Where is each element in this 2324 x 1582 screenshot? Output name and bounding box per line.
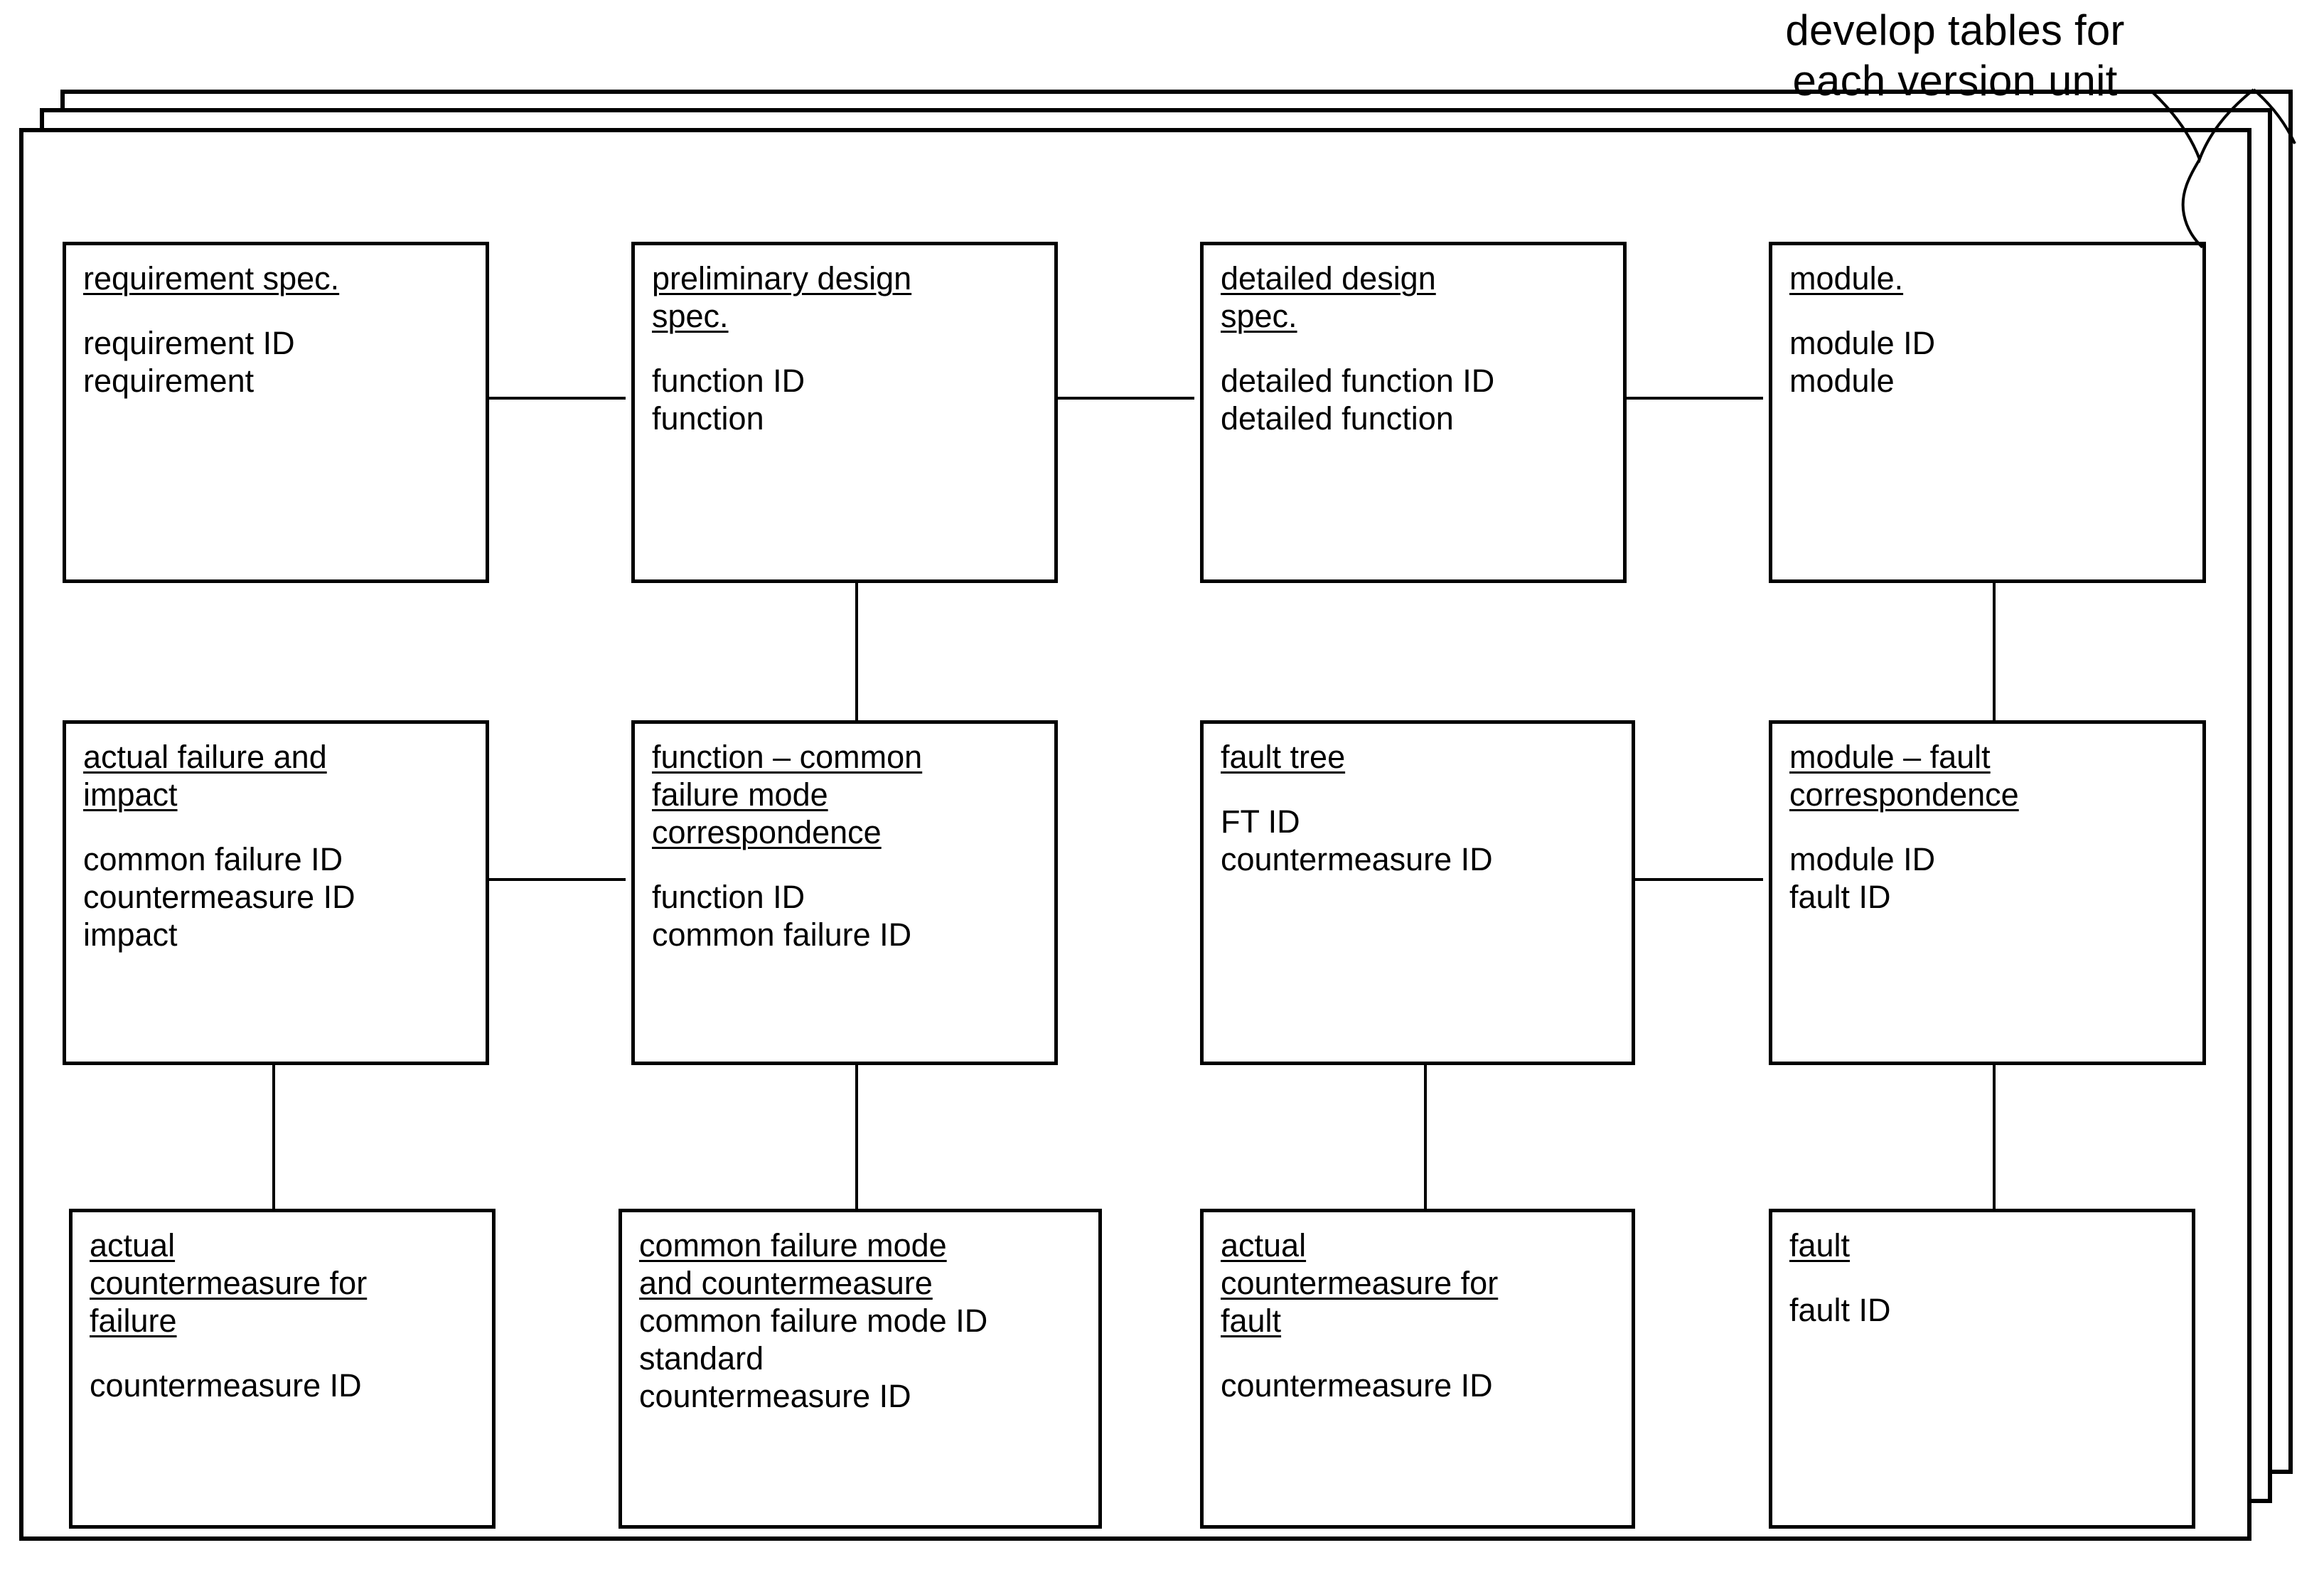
entity-field: detailed function ID (1221, 363, 1495, 400)
entity-module[interactable]: module. module ID module (1769, 242, 2206, 583)
entity-field: requirement ID (83, 325, 295, 362)
entity-actual-countermeasure-for-fault[interactable]: actual countermeasure for fault counterm… (1200, 1209, 1635, 1529)
entity-field: requirement (83, 363, 255, 400)
entity-field: function (652, 400, 764, 437)
connector-requirement-spec-to-preliminary-design-spec (473, 397, 626, 400)
entity-function-common-failure-mode-correspondence[interactable]: function – common failure mode correspon… (631, 720, 1058, 1065)
entity-field: fault ID (1789, 879, 1891, 916)
entity-title: actual failure and (83, 739, 327, 775)
entity-field: module (1789, 363, 1895, 400)
connector-module-fault-correspondence-to-fault (1993, 1063, 1996, 1209)
connector-module-to-module-fault-correspondence (1993, 583, 1996, 722)
connector-function-common-failure-to-common-failure-mode (855, 1063, 858, 1209)
entity-title: correspondence (652, 814, 882, 851)
entity-title: common failure mode (639, 1227, 947, 1263)
entity-field: countermeasure ID (83, 879, 355, 916)
entity-field: common failure ID (652, 916, 912, 953)
entity-title: correspondence (1789, 776, 2019, 813)
entity-field: countermeasure ID (639, 1378, 911, 1415)
entity-title: failure (90, 1303, 177, 1340)
entity-title: module. (1789, 260, 1904, 296)
entity-title: failure mode (652, 776, 828, 813)
entity-field: countermeasure ID (1221, 841, 1493, 878)
entity-title: function – common (652, 739, 923, 775)
entity-title: impact (83, 776, 178, 813)
entity-fault[interactable]: fault fault ID (1769, 1209, 2195, 1529)
entity-field: FT ID (1221, 803, 1300, 840)
entity-title: spec. (652, 298, 729, 335)
entity-preliminary-design-spec[interactable]: preliminary design spec. function ID fun… (631, 242, 1058, 583)
entity-title: requirement spec. (83, 260, 340, 296)
entity-module-fault-correspondence[interactable]: module – fault correspondence module ID … (1769, 720, 2206, 1065)
entity-field: countermeasure ID (1221, 1367, 1493, 1404)
entity-title: fault tree (1221, 739, 1346, 775)
entity-common-failure-mode-and-countermeasure[interactable]: common failure mode and countermeasure c… (619, 1209, 1102, 1529)
entity-actual-failure-and-impact[interactable]: actual failure and impact common failure… (63, 720, 489, 1065)
entity-requirement-spec[interactable]: requirement spec. requirement ID require… (63, 242, 489, 583)
entity-title: fault (1221, 1303, 1282, 1340)
entity-field: countermeasure ID (90, 1367, 362, 1404)
entity-title: fault (1789, 1227, 1851, 1263)
entity-field: function ID (652, 879, 805, 916)
entity-title: actual (1221, 1227, 1307, 1263)
connector-actual-failure-to-function-common-failure (473, 878, 626, 881)
entity-fault-tree[interactable]: fault tree FT ID countermeasure ID (1200, 720, 1635, 1065)
annotation-develop-tables: develop tables for each version unit (1785, 6, 2125, 105)
entity-field: module ID (1789, 841, 1936, 878)
entity-field: common failure mode ID (639, 1303, 988, 1340)
entity-field: module ID (1789, 325, 1936, 362)
entity-field: detailed function (1221, 400, 1454, 437)
entity-title: preliminary design (652, 260, 912, 296)
entity-title: module – fault (1789, 739, 1991, 775)
entity-field: impact (83, 916, 178, 953)
connector-preliminary-design-spec-to-function-common-failure (855, 583, 858, 722)
entity-field: fault ID (1789, 1292, 1891, 1329)
connector-fault-tree-to-actual-countermeasure-for-fault (1424, 1063, 1427, 1209)
entity-field: common failure ID (83, 841, 343, 878)
connector-detailed-design-spec-to-module (1610, 397, 1763, 400)
connector-actual-failure-to-actual-countermeasure-for-failure (272, 1063, 275, 1209)
connector-preliminary-design-spec-to-detailed-design-spec (1041, 397, 1194, 400)
entity-title: and countermeasure (639, 1265, 933, 1302)
entity-title: countermeasure for (90, 1265, 368, 1302)
entity-field: function ID (652, 363, 805, 400)
entity-title: detailed design (1221, 260, 1436, 296)
entity-detailed-design-spec[interactable]: detailed design spec. detailed function … (1200, 242, 1627, 583)
entity-actual-countermeasure-for-failure[interactable]: actual countermeasure for failure counte… (69, 1209, 496, 1529)
entity-field: standard (639, 1340, 764, 1377)
entity-title: countermeasure for (1221, 1265, 1499, 1302)
entity-title: actual (90, 1227, 176, 1263)
connector-fault-tree-to-module-fault-correspondence (1610, 878, 1763, 881)
entity-title: spec. (1221, 298, 1297, 335)
